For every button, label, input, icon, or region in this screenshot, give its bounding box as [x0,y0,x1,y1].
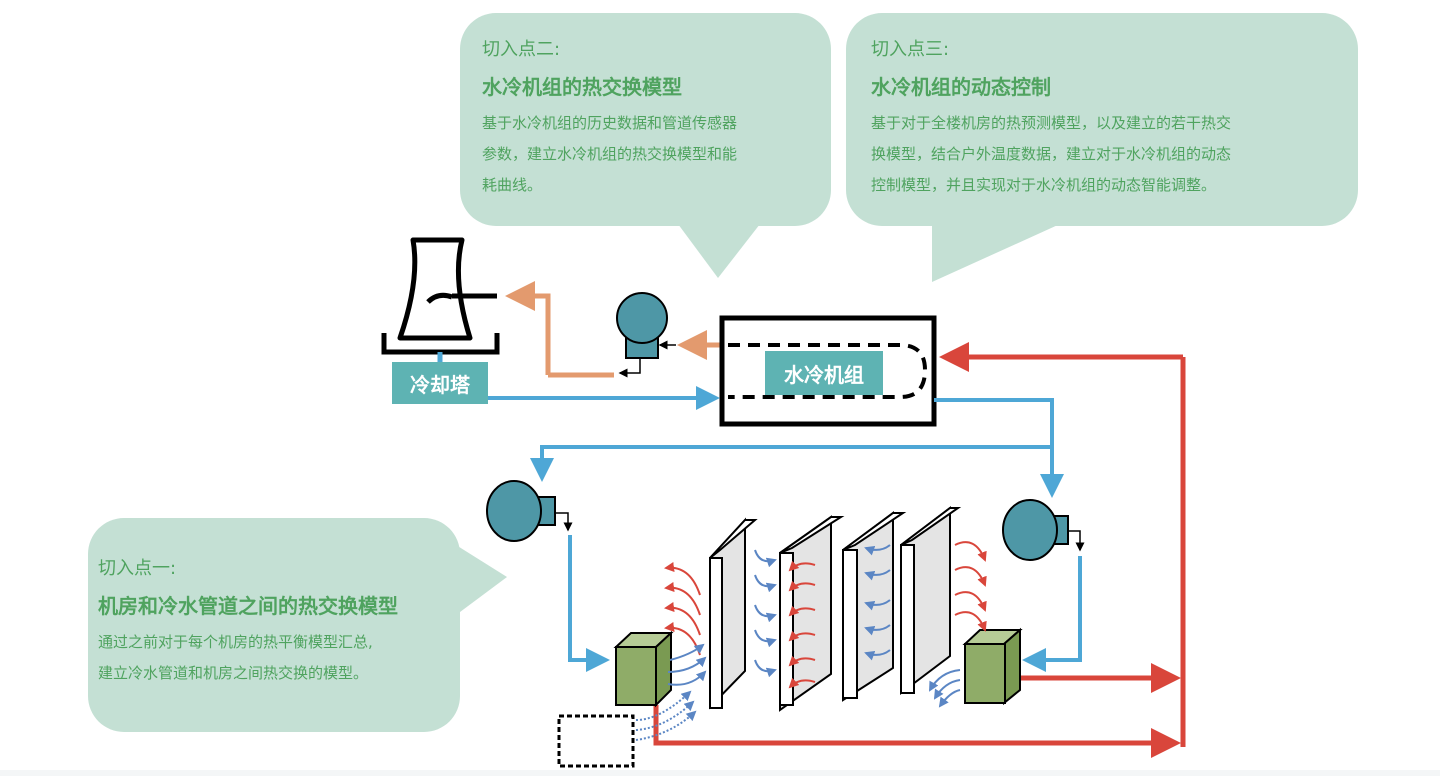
right-pump-icon [1002,499,1085,561]
callout-point-1-label: 切入点一: [98,558,177,579]
body-line: 参数，建立水冷机组的热交换模型和能 [482,145,738,163]
body-line: 耗曲线。 [482,176,543,194]
chiller-label: 水冷机组 [765,351,883,395]
callout-point-1: 切入点一: 机房和冷水管道之间的热交换模型 通过之前对于每个机房的热平衡模型汇总… [88,518,460,732]
callout-point-1-body: 通过之前对于每个机房的热平衡模型汇总, 建立冷水管道和机房之间热交换的模型。 [98,627,460,689]
body-line: 建立冷水管道和机房之间热交换的模型。 [98,664,369,682]
cooling-tower-label: 冷却塔 [392,362,488,404]
callout-point-3-body: 基于对于全楼机房的热预测模型，以及建立的若干热交 换模型，结合户外温度数据，建立… [871,108,1358,201]
dashed-unit-box [557,714,635,768]
left-pump-icon [486,480,573,542]
rack-panel [900,505,962,696]
body-line: 换模型，结合户外温度数据，建立对于水冷机组的动态 [871,145,1232,163]
body-line: 基于对于全楼机房的热预测模型，以及建立的若干热交 [871,114,1232,132]
chilled-supply-pipes [530,398,1082,672]
cooling-tower-icon [381,237,500,362]
bottom-strip [0,770,1440,776]
body-line: 控制模型，并且实现对于水冷机组的动态智能调整。 [871,176,1217,194]
body-line: 通过之前对于每个机房的热平衡模型汇总, [98,633,373,651]
callout-point-2-label: 切入点二: [482,39,561,60]
rack-panel [842,511,907,702]
callout-point-1-title: 机房和冷水管道之间的热交换模型 [98,594,398,618]
server-rack-panels [709,505,962,712]
body-line: 基于水冷机组的历史数据和管道传感器 [482,114,738,132]
callout-point-1-tail [456,545,507,615]
callout-point-3: 切入点三: 水冷机组的动态控制 基于对于全楼机房的热预测模型，以及建立的若干热交… [846,13,1358,226]
callout-point-2-body: 基于水冷机组的历史数据和管道传感器 参数，建立水冷机组的热交换模型和能 耗曲线。 [482,108,831,201]
left-crac-unit-icon [613,630,674,708]
condenser-pump-icon [616,292,676,378]
callout-point-3-title: 水冷机组的动态控制 [871,75,1051,99]
callout-point-2-tail [678,224,760,278]
rack-panel [709,517,758,710]
airflow-arrows [635,541,987,741]
callout-point-3-tail [932,224,1060,282]
callout-point-2: 切入点二: 水冷机组的热交换模型 基于水冷机组的历史数据和管道传感器 参数，建立… [460,13,831,226]
callout-point-2-title: 水冷机组的热交换模型 [482,75,682,99]
callout-point-3-label: 切入点三: [871,39,950,60]
hot-return-pipes [653,342,1186,758]
right-crac-unit-icon [962,627,1023,706]
